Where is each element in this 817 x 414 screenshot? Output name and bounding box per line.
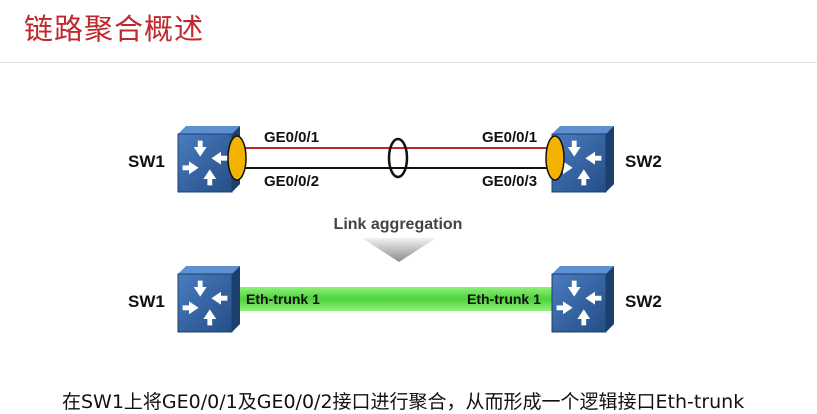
right-port-1-label: GE0/0/1 [482, 129, 537, 146]
right-port-2-label: GE0/0/3 [482, 173, 537, 190]
bottom-right-switch-label: SW2 [625, 292, 662, 311]
arrow-down-icon [362, 238, 436, 262]
caption-text: 在SW1上将GE0/0/1及GE0/0/2接口进行聚合，从而形成一个逻辑接口Et… [62, 391, 745, 413]
switch-icon [551, 266, 614, 333]
top-left-switch-label: SW1 [128, 152, 165, 171]
right-trunk-label: Eth-trunk 1 [467, 291, 541, 307]
left-port-oval [227, 135, 247, 181]
page-title: 链路聚合概述 [24, 12, 205, 46]
arrow-label: Link aggregation [334, 216, 463, 233]
eth-trunk-link [238, 287, 556, 311]
bottom-left-switch-label: SW1 [128, 292, 165, 311]
aggregation-bundle-marker [387, 137, 409, 179]
link-aggregation-diagram: SW1 SW2 GE0/0/1 GE0/0/2 GE0/0/1 GE0/0/3 … [128, 126, 662, 333]
left-port-2-label: GE0/0/2 [264, 173, 319, 190]
top-right-switch-label: SW2 [625, 152, 662, 171]
switch-icon [177, 266, 240, 333]
title-divider [0, 62, 817, 63]
left-trunk-label: Eth-trunk 1 [246, 291, 320, 307]
left-port-1-label: GE0/0/1 [264, 129, 319, 146]
right-port-oval [545, 135, 565, 181]
